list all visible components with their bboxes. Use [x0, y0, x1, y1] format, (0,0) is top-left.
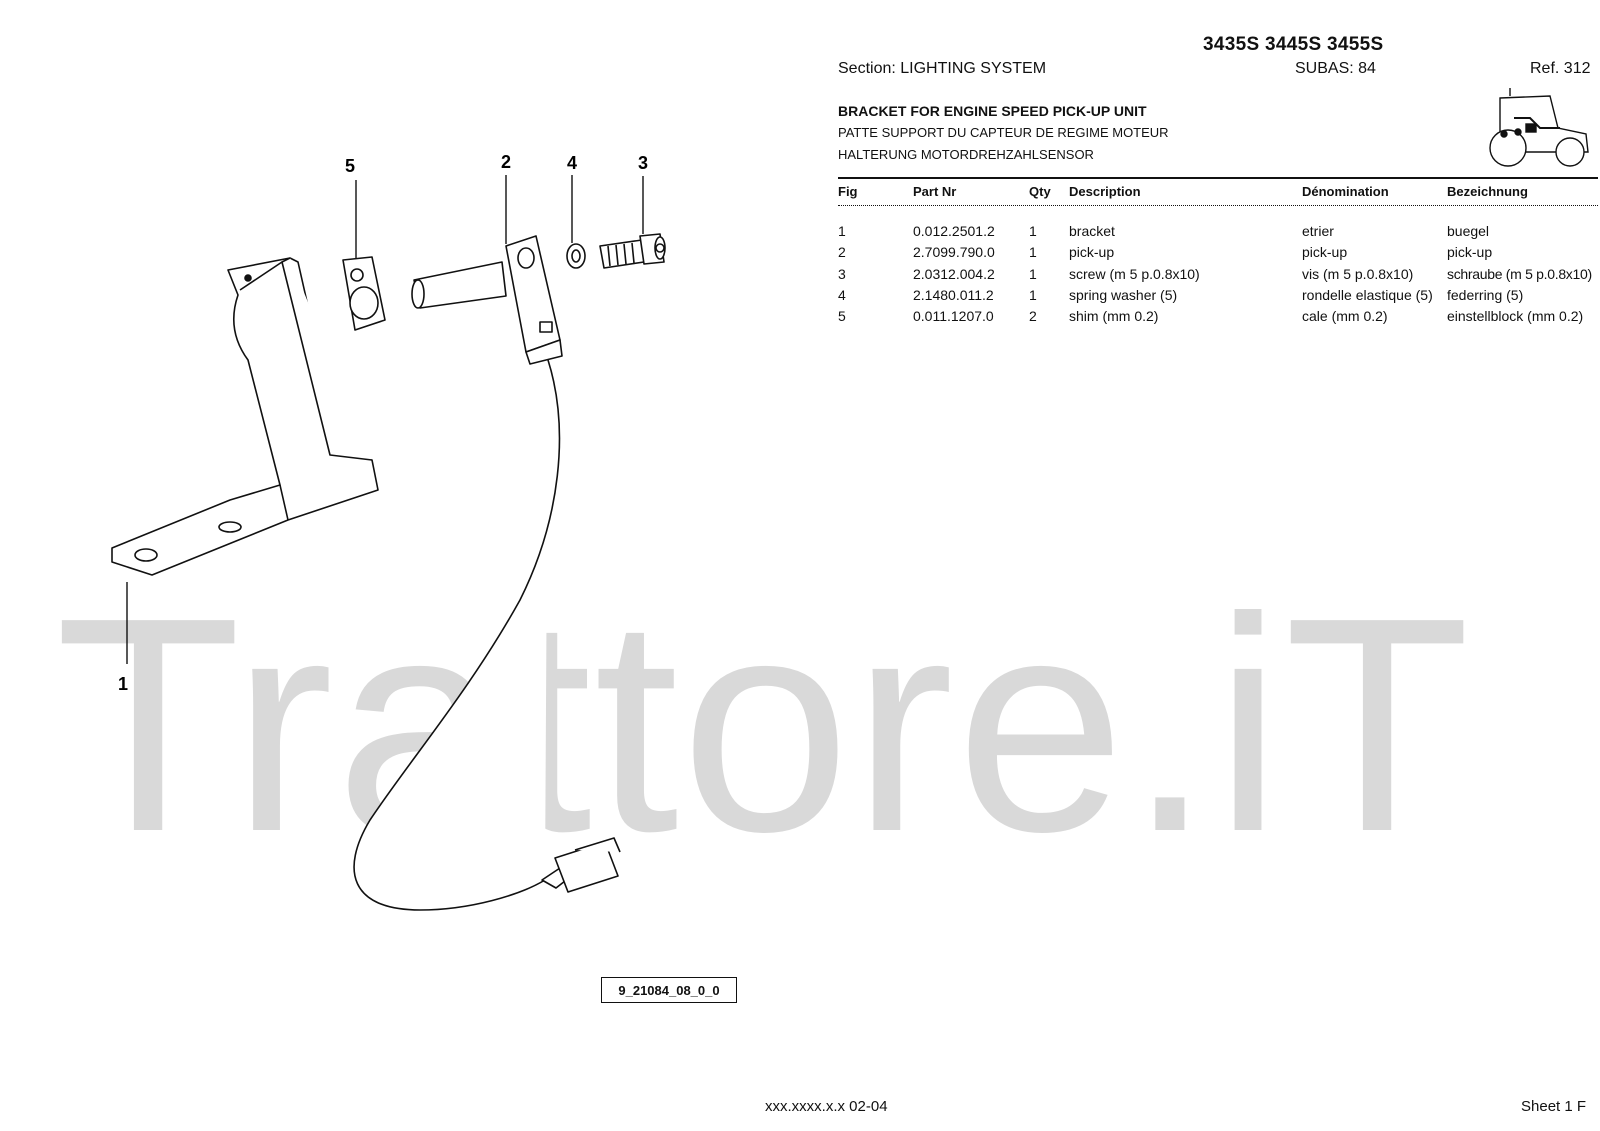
- cell-bezeichnung: schraube (m 5 p.0.8x10): [1447, 266, 1592, 282]
- cell-description: bracket: [1069, 223, 1115, 239]
- cell-qty: 1: [1029, 223, 1037, 239]
- table-header-rule: [838, 205, 1598, 206]
- pickup-part: [353, 235, 621, 911]
- cell-qty: 1: [1029, 244, 1037, 260]
- col-header-qty: Qty: [1029, 184, 1051, 199]
- footer-doc-code: xxx.xxxx.x.x 02-04: [765, 1098, 888, 1115]
- cell-qty: 2: [1029, 308, 1037, 324]
- col-header-bezeichnung: Bezeichnung: [1447, 184, 1528, 199]
- drawing-code-box: 9_21084_08_0_0: [601, 977, 737, 1003]
- cell-fig: 5: [838, 308, 846, 324]
- callout-3: 3: [638, 153, 648, 173]
- cell-fig: 2: [838, 244, 846, 260]
- cell-qty: 1: [1029, 287, 1037, 303]
- cell-description: pick-up: [1069, 244, 1115, 260]
- cell-description: spring washer (5): [1069, 287, 1178, 303]
- screw-part: [599, 233, 666, 269]
- cell-denomination: rondelle elastique (5): [1302, 287, 1433, 303]
- bracket-part: [111, 257, 379, 576]
- shim-part: [342, 256, 386, 331]
- col-header-description: Description: [1069, 184, 1141, 199]
- cell-part-nr: 0.012.2501.2: [913, 223, 995, 239]
- tractor-thumbnail: [1489, 88, 1589, 167]
- cell-bezeichnung: buegel: [1447, 223, 1490, 239]
- cell-bezeichnung: pick-up: [1447, 244, 1493, 260]
- cell-denomination: vis (m 5 p.0.8x10): [1302, 266, 1414, 282]
- washer-part: [566, 243, 586, 269]
- cell-fig: 4: [838, 287, 846, 303]
- cell-part-nr: 0.011.1207.0: [913, 308, 994, 324]
- cell-part-nr: 2.1480.011.2: [913, 287, 994, 303]
- cell-description: screw (m 5 p.0.8x10): [1069, 266, 1200, 282]
- model-list: 3435S 3445S 3455S: [1203, 34, 1384, 55]
- col-header-fig: Fig: [838, 184, 858, 199]
- cell-fig: 3: [838, 266, 846, 282]
- cell-part-nr: 2.0312.004.2: [913, 266, 995, 282]
- callout-1: 1: [118, 674, 128, 694]
- subas-label: SUBAS: 84: [1295, 60, 1376, 77]
- title-french: PATTE SUPPORT DU CAPTEUR DE REGIME MOTEU…: [838, 125, 1169, 140]
- callout-4: 4: [567, 153, 577, 173]
- cell-bezeichnung: federring (5): [1447, 287, 1524, 303]
- table-top-rule: [838, 177, 1598, 179]
- col-header-part-nr: Part Nr: [913, 184, 957, 199]
- title-english: BRACKET FOR ENGINE SPEED PICK-UP UNIT: [838, 103, 1147, 119]
- callout-5: 5: [345, 156, 355, 176]
- cell-denomination: pick-up: [1302, 244, 1348, 260]
- watermark: Trattore.iT: [55, 554, 1473, 895]
- cell-part-nr: 2.7099.790.0: [913, 244, 995, 260]
- cell-denomination: cale (mm 0.2): [1302, 308, 1388, 324]
- cell-qty: 1: [1029, 266, 1037, 282]
- cell-fig: 1: [838, 223, 846, 239]
- sheet-label: Sheet 1 F: [1521, 1098, 1587, 1115]
- ref-label: Ref. 312: [1530, 60, 1591, 77]
- cell-bezeichnung: einstellblock (mm 0.2): [1447, 308, 1584, 324]
- col-header-denomination: Dénomination: [1302, 184, 1389, 199]
- callout-2: 2: [501, 152, 511, 172]
- title-german: HALTERUNG MOTORDREHZAHLSENSOR: [838, 147, 1094, 162]
- section-label: Section: LIGHTING SYSTEM: [838, 60, 1047, 77]
- cell-description: shim (mm 0.2): [1069, 308, 1159, 324]
- cell-denomination: etrier: [1302, 223, 1334, 239]
